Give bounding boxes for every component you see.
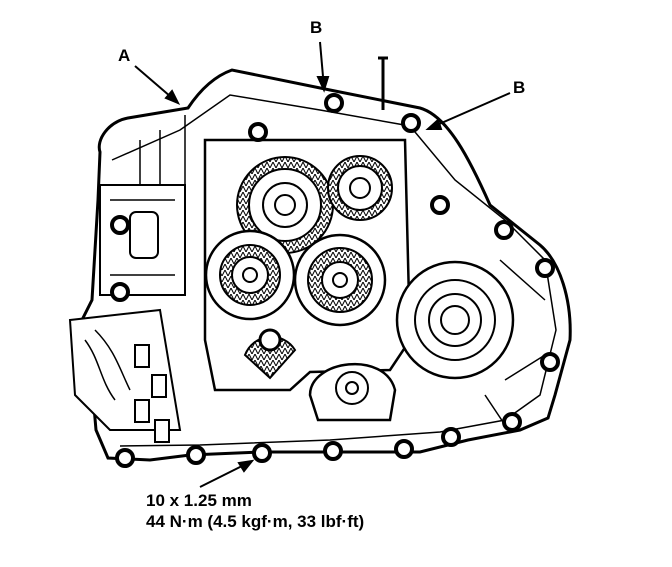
bolt: [441, 427, 461, 447]
callout-b-top-label: B: [310, 18, 323, 37]
callout-b-right-label: B: [513, 78, 526, 97]
bolt: [186, 445, 206, 465]
bolt: [115, 448, 135, 468]
bolt: [502, 412, 522, 432]
bolt: [110, 215, 130, 235]
gear-top-right: [327, 155, 393, 221]
bolt: [535, 258, 555, 278]
bolt: [540, 352, 560, 372]
sector-gear: [243, 328, 297, 380]
bolt: [494, 220, 514, 240]
bolt: [110, 282, 130, 302]
park-pawl-housing: [308, 362, 397, 422]
bolt: [324, 93, 344, 113]
bolt-spec: 10 x 1.25 mm 44 N·m (4.5 kgf·m, 33 lbf·f…: [146, 490, 364, 532]
bolt: [430, 195, 450, 215]
gear-middle-left: [204, 229, 296, 321]
valve-body-plate: [99, 184, 186, 296]
bearing-plate: [203, 138, 412, 392]
arrow-b-right: [429, 92, 511, 129]
bolt-torque-text: 44 N·m (4.5 kgf·m, 33 lbf·ft): [146, 512, 365, 531]
bolt: [394, 439, 414, 459]
differential-bore: [395, 260, 515, 380]
bolt-size-text: 10 x 1.25 mm: [146, 491, 252, 510]
solenoid-cluster: [68, 308, 182, 443]
bolt: [248, 122, 268, 142]
bolt: [401, 113, 421, 133]
valve-channels: [110, 115, 186, 276]
valve-body-slot: [129, 211, 159, 259]
bolt-group: [110, 93, 560, 468]
bolt: [252, 443, 272, 463]
callout-a-label: A: [118, 46, 131, 65]
gear-middle-right: [293, 233, 387, 327]
right-ribs: [484, 259, 546, 426]
dipstick-tube: [378, 56, 388, 110]
leader-arrows: [134, 41, 511, 488]
bolt: [323, 441, 343, 461]
